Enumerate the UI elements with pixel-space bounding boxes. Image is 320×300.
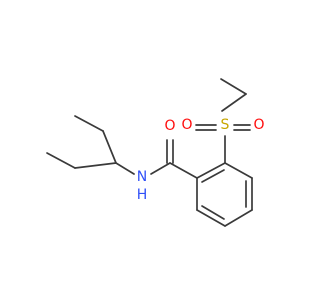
bond-lower-ch2-ch3 <box>46 152 76 169</box>
atom-o-carbonyl: O <box>164 118 175 134</box>
bond-upper-ch2-ch3 <box>74 115 104 132</box>
bond-ch-upper-ch2 <box>102 130 117 164</box>
bond-ethyl-ch2-s <box>221 93 247 112</box>
bond-ring-1 <box>224 162 253 179</box>
atom-h-amide: H <box>137 187 148 203</box>
bond-ring-6-inner <box>201 169 225 183</box>
atom-n-amide: N <box>137 169 147 185</box>
bond-ring-3 <box>224 209 253 227</box>
atom-s-sulfonyl: S <box>221 117 230 133</box>
bond-ch-lower-ch2 <box>74 162 117 169</box>
bond-ring-6 <box>196 162 226 179</box>
bond-ethyl-ch3-ch2 <box>220 78 247 95</box>
atom-o-sulfonyl-left: O <box>181 117 192 133</box>
atom-o-sulfonyl-right: O <box>253 117 264 133</box>
bond-ring-4 <box>196 209 226 227</box>
molecule-structure-diagram: O N H S O O <box>46 78 265 227</box>
bond-ring-4-inner <box>201 205 225 220</box>
bonds <box>46 78 253 227</box>
bond-ring-carbonyl <box>169 162 198 179</box>
bond-c-n <box>150 162 171 175</box>
atom-labels: O N H S O O <box>137 117 265 203</box>
bond-n-ch <box>115 162 135 175</box>
